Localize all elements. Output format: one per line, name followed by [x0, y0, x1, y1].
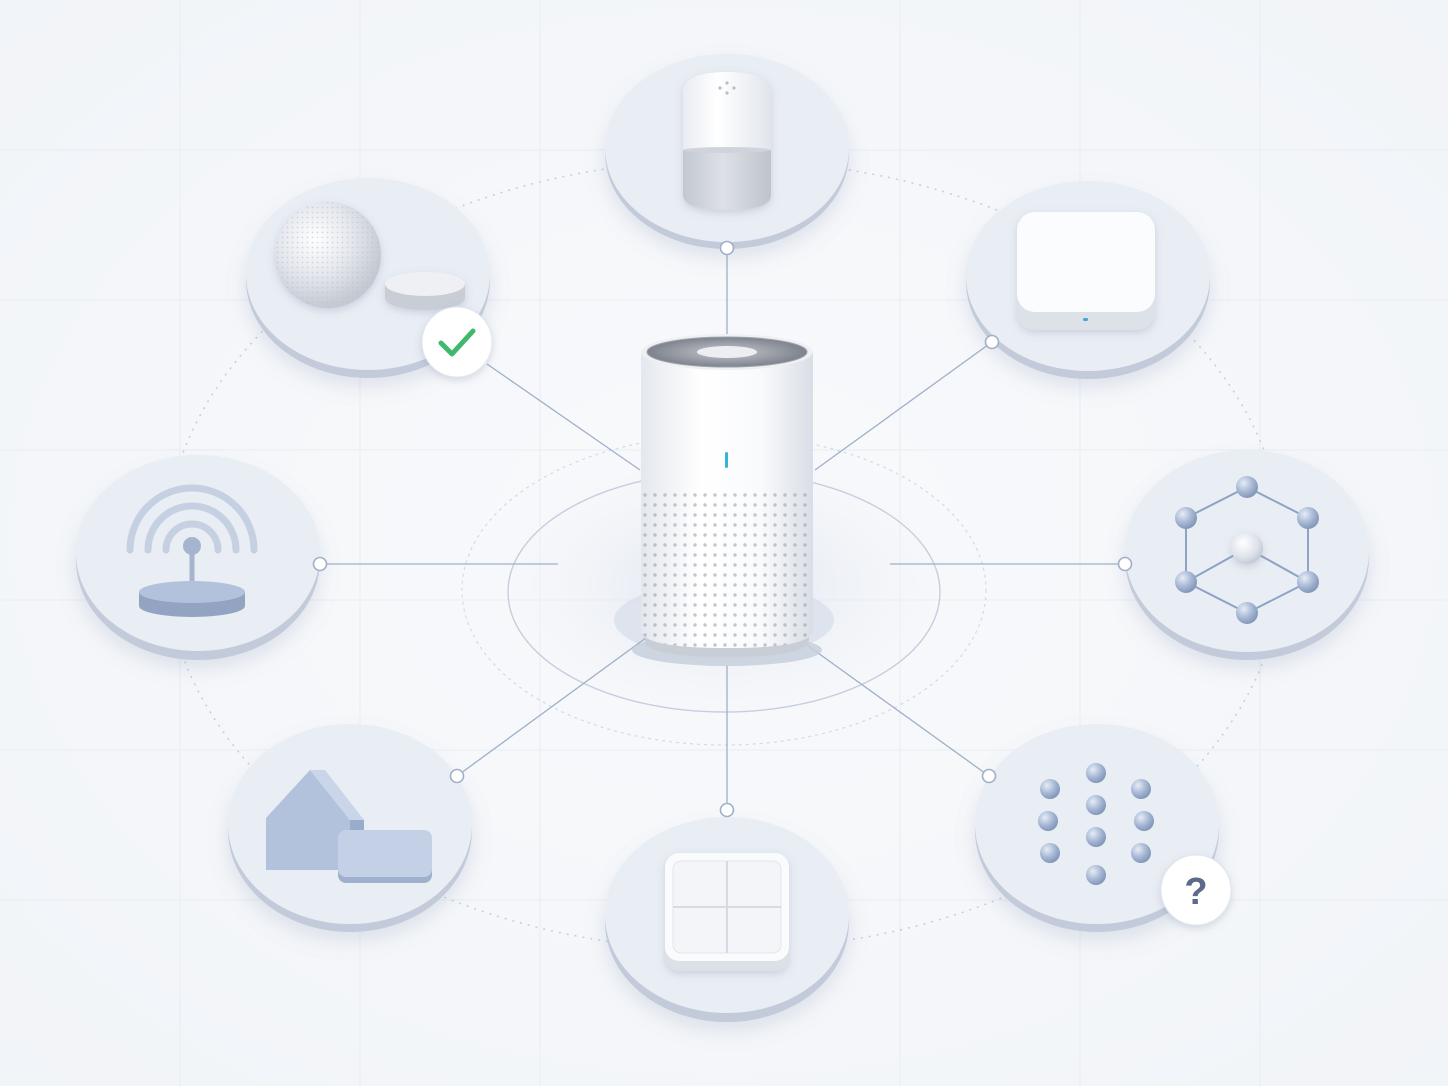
checkmark-icon: [438, 328, 476, 357]
node-wifi-router[interactable]: [76, 455, 320, 660]
connector-zigbee-hub: [814, 341, 993, 471]
hub-air-purifier[interactable]: [632, 334, 822, 666]
connector-matter-devices: [799, 639, 990, 777]
dot-grid-icon: [1038, 763, 1154, 885]
node-smart-speaker[interactable]: [605, 54, 849, 249]
node-zigbee-hub[interactable]: [966, 181, 1210, 379]
mesh-network-icon: [1175, 476, 1319, 624]
wall-switch-icon: [665, 853, 789, 971]
hub-box-icon: [1017, 212, 1155, 330]
node-wall-switch[interactable]: [605, 817, 849, 1022]
ok-status-badge: [421, 306, 493, 378]
wifi-router-icon: [126, 484, 258, 617]
node-sphere-speaker[interactable]: [246, 178, 493, 378]
house-icon: [266, 770, 432, 883]
node-home-devices[interactable]: [228, 724, 472, 932]
question-mark-icon: ?: [1184, 871, 1207, 913]
connector-home-devices: [456, 634, 651, 777]
unknown-status-badge: ?: [1160, 854, 1232, 926]
node-disc: [975, 724, 1219, 924]
node-mesh-network[interactable]: [1125, 450, 1369, 660]
sphere-speaker-icon: [275, 202, 465, 310]
node-disc: [76, 455, 320, 651]
smart-speaker-icon: [683, 72, 771, 210]
status-led-icon: [725, 452, 728, 468]
node-matter-devices[interactable]: ?: [975, 724, 1232, 932]
connector-sphere-speaker: [486, 363, 641, 471]
connectors: [320, 248, 1125, 810]
connector-dots: [312, 240, 1133, 818]
